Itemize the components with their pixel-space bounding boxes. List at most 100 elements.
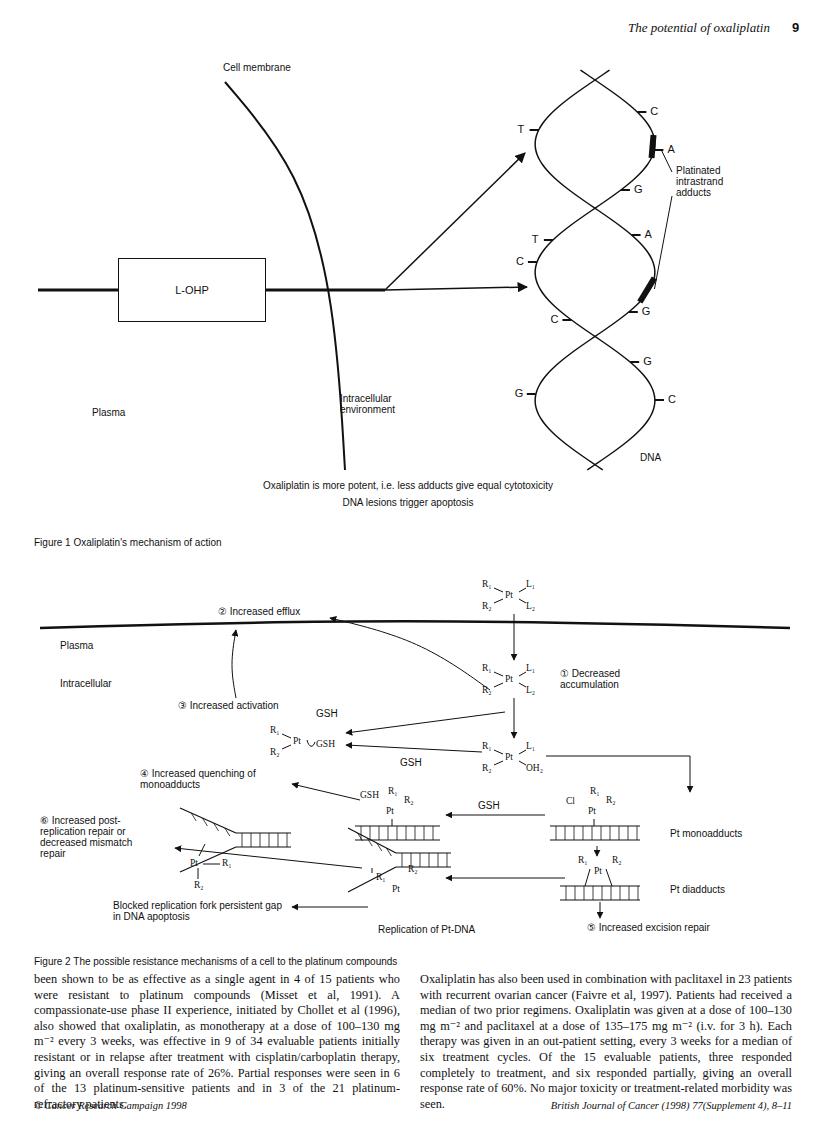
base-letter: G — [642, 305, 651, 317]
base-pair — [429, 853, 430, 867]
figure-caption: Figure 1 Oxaliplatin's mechanism of acti… — [34, 537, 222, 548]
base-tick — [637, 111, 646, 113]
figure-label: ④ Increased quenching of monoadducts — [140, 768, 290, 790]
bond — [203, 864, 220, 865]
bond — [494, 672, 503, 676]
chemical-symbol: GSH — [360, 790, 379, 800]
chemical-symbol: Pt — [505, 752, 513, 762]
bond — [494, 588, 503, 592]
base-pair — [386, 848, 391, 856]
cell-membrane — [40, 621, 790, 628]
running-head: The potential of oxaliplatin — [628, 20, 770, 36]
bond — [372, 868, 373, 873]
replication-fork — [348, 867, 396, 892]
bond — [606, 869, 612, 886]
bond — [199, 844, 205, 856]
base-letter: C — [550, 313, 558, 325]
chemical-symbol: R₁ — [388, 786, 398, 796]
base-letter: T — [518, 123, 525, 135]
arrow — [514, 698, 515, 738]
arrow — [600, 902, 601, 918]
arrow — [446, 815, 545, 816]
base-pair — [575, 886, 576, 900]
chemical-symbol: R₁ — [482, 741, 492, 751]
arrow — [292, 907, 368, 908]
base-letter: A — [667, 143, 674, 155]
base-tick — [654, 149, 663, 151]
chemical-symbol: Pt — [505, 590, 513, 600]
bond — [307, 740, 315, 746]
chemical-symbol: R₁ — [222, 858, 232, 868]
base-pair — [402, 853, 403, 867]
node-text: L-OHP — [175, 284, 209, 296]
figure-label: Cell membrane — [223, 62, 291, 73]
chemical-symbol: Pt — [392, 884, 400, 894]
base-letter: C — [516, 255, 524, 267]
bond — [519, 599, 526, 603]
leader-line — [654, 196, 672, 289]
chemical-symbol: Pt — [594, 866, 602, 876]
base-tick — [544, 239, 553, 241]
figure-label: Pt monoadducts — [670, 828, 742, 839]
figure-label: ⑥ Increased post-replication repair or d… — [40, 815, 158, 859]
bond — [282, 745, 291, 749]
figure-label: GSH — [316, 708, 338, 719]
chemical-symbol: R₂ — [404, 795, 414, 805]
chemical-symbol: L₂ — [526, 685, 535, 695]
chemical-symbol: GSH — [316, 739, 335, 749]
replication-fork — [180, 808, 236, 833]
figure-label: GSH — [478, 800, 500, 811]
chemical-symbol: Pt — [293, 736, 301, 746]
base-pair — [447, 853, 448, 867]
base-pair — [628, 826, 629, 840]
chemical-symbol: Pt — [505, 674, 513, 684]
footer-text: British Journal of Cancer (1998) 77(Supp… — [551, 1100, 792, 1111]
base-pair — [379, 826, 380, 840]
base-pair — [566, 886, 567, 900]
base-tick — [630, 361, 639, 363]
replication-fork — [180, 847, 236, 872]
replication-fork — [236, 832, 291, 833]
base-pair — [433, 826, 434, 840]
base-pair — [619, 826, 620, 840]
figure-label: ② Increased efflux — [218, 606, 300, 617]
arrow — [346, 712, 505, 733]
figure-label: Plasma — [92, 407, 125, 418]
figure-caption: Figure 2 The possible resistance mechani… — [34, 956, 397, 967]
bond — [585, 869, 590, 886]
chemical-symbol: R₂ — [612, 855, 622, 865]
base-pair — [583, 826, 584, 840]
chemical-symbol: Cl — [566, 796, 575, 806]
platinated-adduct — [640, 278, 655, 302]
base-tick — [629, 311, 638, 313]
base-pair — [269, 833, 270, 847]
figure-label: Replication of Pt-DNA — [378, 924, 475, 935]
bond — [494, 761, 503, 765]
base-pair — [620, 886, 621, 900]
dna-strand — [535, 70, 655, 470]
bond — [519, 588, 526, 592]
page-number: 9 — [792, 20, 799, 35]
bond — [198, 868, 199, 879]
chemical-symbol: Pt — [190, 858, 198, 868]
figure-label: Intracellular environment — [340, 393, 420, 415]
chemical-symbol: R₂ — [482, 601, 492, 611]
replication-fork — [396, 852, 451, 853]
replication-fork — [396, 866, 451, 867]
base-letter: G — [515, 387, 524, 399]
base-letter: T — [532, 233, 539, 245]
drug-box: L-OHP — [118, 258, 266, 322]
footer-text: © Cancer Research Campaign 1998 — [34, 1100, 187, 1111]
base-pair — [287, 833, 288, 847]
figure-label: Plasma — [60, 640, 93, 651]
bond — [519, 761, 526, 765]
figure-note: Oxaliplatin is more potent, i.e. less ad… — [0, 480, 816, 491]
figure-note: DNA lesions trigger apoptosis — [0, 497, 816, 508]
chemical-symbol: R₁ — [578, 855, 588, 865]
base-pair — [420, 853, 421, 867]
chemical-symbol: R₂ — [194, 880, 204, 890]
chemical-symbol: R₁ — [270, 725, 280, 735]
figure-label: Intracellular — [60, 678, 112, 689]
base-pair — [611, 886, 612, 900]
